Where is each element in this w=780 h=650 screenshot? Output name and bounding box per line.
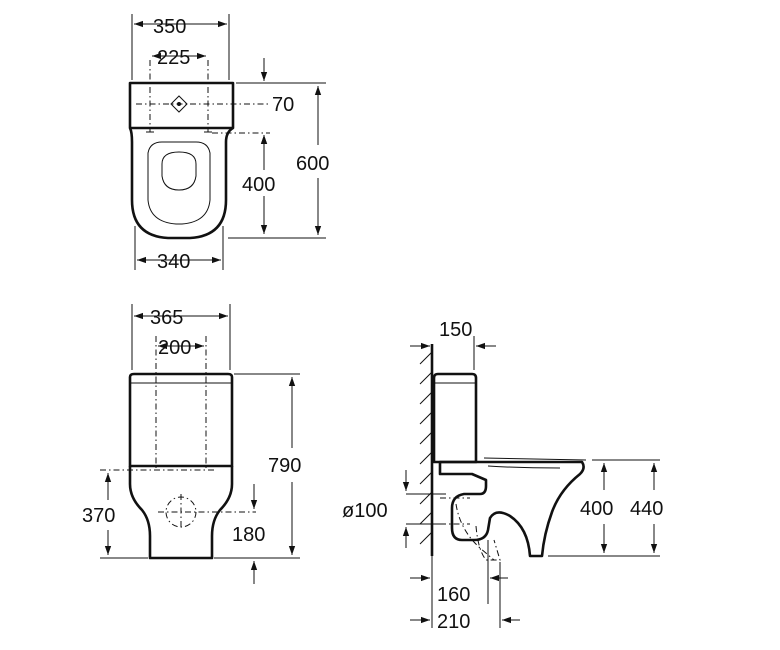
side-seat-line: [483, 457, 587, 461]
dim-label-180: 180: [232, 524, 265, 546]
front-view: 365 200 790 370 180: [82, 304, 301, 584]
top-view-outline: [128, 81, 235, 240]
dim-label-400-side: 400: [580, 498, 613, 520]
dim-label-400: 400: [242, 174, 275, 196]
seat-outline: [147, 141, 211, 225]
dim-label-350: 350: [153, 16, 186, 38]
dim-label-210: 210: [437, 611, 470, 633]
top-view: 350 225 70 600 400 340: [128, 14, 329, 273]
dim-label-150: 150: [439, 319, 472, 341]
dim-label-365: 365: [150, 307, 183, 329]
dim-label-790: 790: [268, 455, 301, 477]
side-view: 150 ø100 400 440 160 210: [342, 319, 663, 633]
dim-label-outlet-diameter: ø100: [342, 500, 388, 522]
flush-button-icon: [170, 95, 188, 113]
side-pan-outline: [438, 460, 585, 558]
dim-label-200: 200: [158, 337, 191, 359]
dim-label-340: 340: [157, 251, 190, 273]
outlet-pipe: [440, 497, 501, 561]
dim-label-70: 70: [272, 94, 294, 116]
bowl-opening: [161, 151, 197, 191]
dim-label-600: 600: [296, 153, 329, 175]
pan-outline: [128, 466, 234, 560]
dim-label-370: 370: [82, 505, 115, 527]
dim-label-160: 160: [437, 584, 470, 606]
side-cistern-outline: [432, 372, 478, 464]
wall-hatching: [419, 351, 433, 545]
flush-button-dot: [177, 102, 181, 106]
dim-label-440: 440: [630, 498, 663, 520]
cistern-outline: [128, 372, 234, 468]
dim-label-225: 225: [157, 47, 190, 69]
